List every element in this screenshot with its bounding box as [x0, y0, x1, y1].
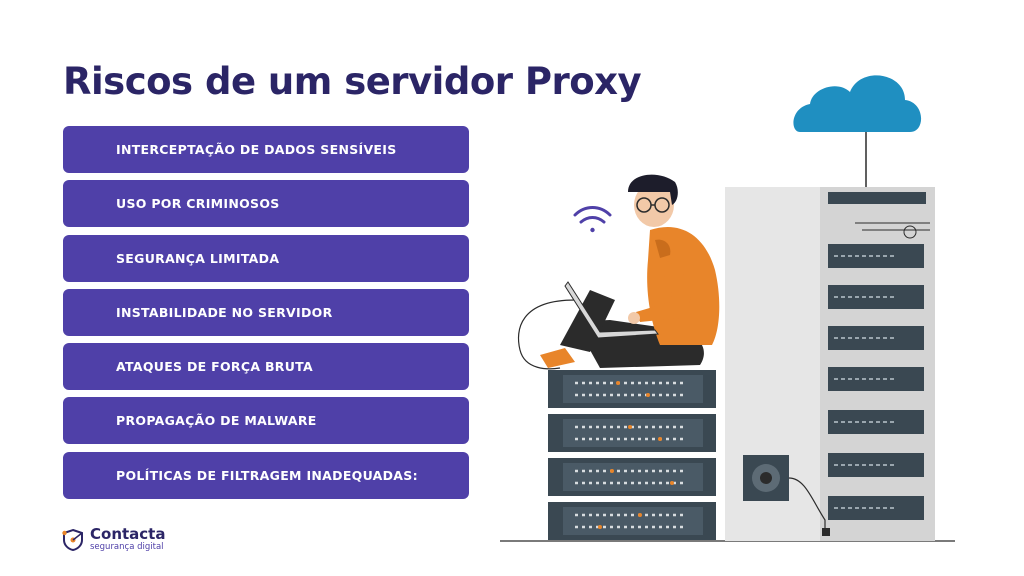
wifi-icon [573, 206, 612, 233]
proxy-illustration [500, 75, 955, 542]
risk-item: USO POR CRIMINOSOS [63, 180, 469, 228]
brand-name: Contacta [90, 525, 166, 543]
risk-label: USO POR CRIMINOSOS [116, 196, 280, 212]
risk-item: SEGURANÇA LIMITADA [63, 234, 469, 282]
server-rack-icon [548, 370, 716, 540]
cloud-icon [793, 75, 922, 188]
server-tower [725, 187, 935, 541]
risk-item: ATAQUES DE FORÇA BRUTA [63, 343, 469, 391]
risk-label: SEGURANÇA LIMITADA [116, 250, 280, 266]
risk-list: INTERCEPTAÇÃO DE DADOS SENSÍVEIS USO POR… [63, 126, 469, 506]
risk-item: INTERCEPTAÇÃO DE DADOS SENSÍVEIS [63, 126, 469, 173]
risk-item: POLÍTICAS DE FILTRAGEM INADEQUADAS: [63, 451, 469, 499]
risk-label: POLÍTICAS DE FILTRAGEM INADEQUADAS: [116, 467, 418, 483]
laptop-cable [517, 299, 576, 370]
brand-tagline: segurança digital [90, 542, 164, 552]
risk-label: PROPAGAÇÃO DE MALWARE [116, 413, 317, 429]
page-title: Riscos de um servidor Proxy [63, 60, 642, 103]
risk-label: ATAQUES DE FORÇA BRUTA [116, 359, 313, 375]
risk-label: INSTABILIDADE NO SERVIDOR [116, 304, 333, 320]
person-with-laptop [540, 174, 720, 368]
shield-logo-icon [62, 528, 83, 552]
risk-item: PROPAGAÇÃO DE MALWARE [63, 397, 469, 445]
risk-label: INTERCEPTAÇÃO DE DADOS SENSÍVEIS [116, 142, 397, 157]
brand-logo: Contacta segurança digital [62, 527, 165, 553]
risk-item: INSTABILIDADE NO SERVIDOR [63, 288, 469, 336]
